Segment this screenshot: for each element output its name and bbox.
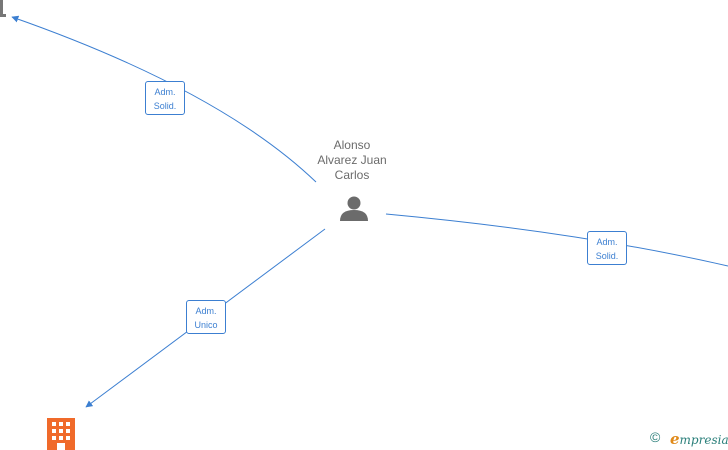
brand-name-rest: mpresia bbox=[679, 433, 728, 447]
edge-label-bottom-left: Adm. Unico bbox=[186, 300, 226, 334]
edge-label-role: Adm. bbox=[596, 237, 618, 247]
edge-label-right: Adm. Solid. bbox=[587, 231, 627, 265]
person-name[interactable]: Alonso Alvarez Juan Carlos bbox=[302, 138, 402, 183]
person-name-line-3: Carlos bbox=[334, 168, 370, 182]
person-name-line-2: Alvarez Juan bbox=[317, 153, 387, 167]
edge-line-top-left bbox=[11, 15, 317, 183]
edge-label-role: Adm. bbox=[154, 87, 176, 97]
copyright-symbol: © bbox=[650, 429, 661, 445]
brand-initial: e bbox=[670, 430, 680, 448]
edge-label-type: Unico bbox=[194, 320, 218, 330]
edge-line-right bbox=[385, 213, 728, 267]
offscreen-node-icon[interactable] bbox=[0, 0, 6, 17]
edge-label-type: Solid. bbox=[153, 101, 177, 111]
building-icon[interactable] bbox=[47, 418, 75, 450]
person-name-line-1: Alonso bbox=[333, 138, 371, 152]
brand-logo[interactable]: empresia bbox=[670, 430, 728, 448]
person-icon[interactable] bbox=[340, 196, 368, 222]
edge-label-top-left: Adm. Solid. bbox=[145, 81, 185, 115]
edge-label-type: Solid. bbox=[595, 251, 619, 261]
edge-label-role: Adm. bbox=[195, 306, 217, 316]
